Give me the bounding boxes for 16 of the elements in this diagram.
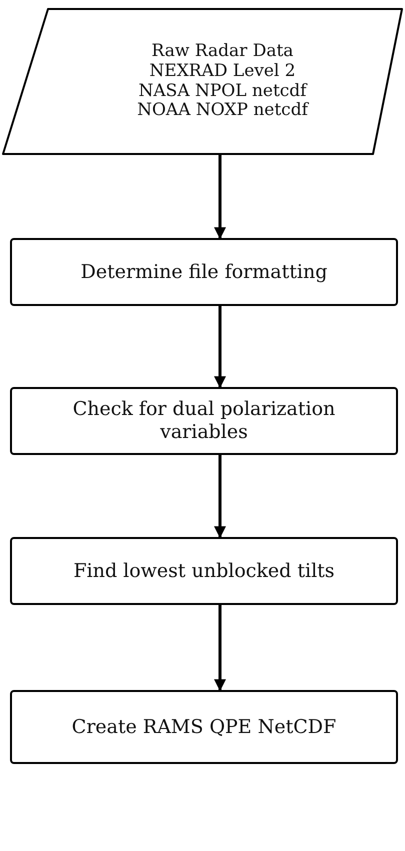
arrow xyxy=(214,155,226,240)
node-text: Check for dual polarization variables xyxy=(72,398,336,444)
arrow xyxy=(214,605,226,692)
process-box xyxy=(10,690,398,764)
arrow xyxy=(214,306,226,388)
node-text: NASA NPOL netcdf xyxy=(138,82,308,102)
process-box xyxy=(10,238,398,306)
arrow xyxy=(214,455,226,538)
node-text: NOAA NOXP netcdf xyxy=(136,101,310,121)
node-text: Raw Radar Data xyxy=(150,42,294,62)
process-box xyxy=(10,537,398,605)
node-text: Find lowest unblocked tilts xyxy=(72,560,336,582)
node-text: Determine file formatting xyxy=(80,260,328,284)
node-text: Create RAMS QPE NetCDF xyxy=(70,716,338,738)
process-box xyxy=(10,387,398,455)
node-text: NEXRAD Level 2 xyxy=(148,62,297,82)
